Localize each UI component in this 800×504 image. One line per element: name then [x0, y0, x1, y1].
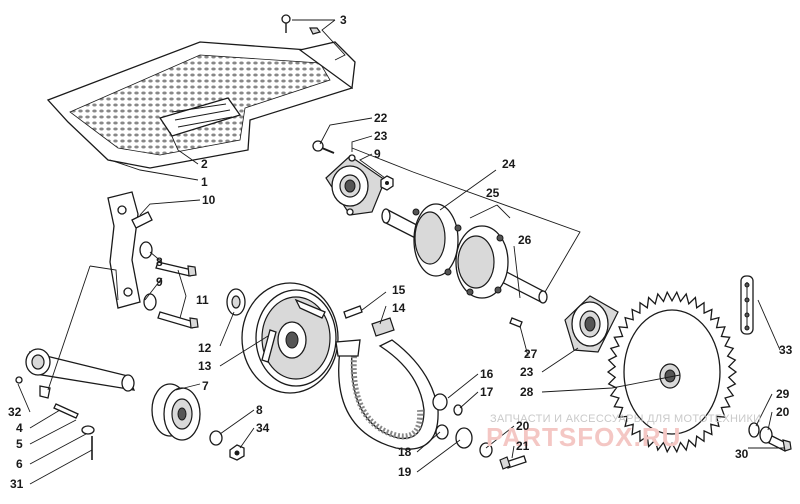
- callout-12: 12: [198, 341, 212, 355]
- callout-32: 32: [8, 405, 22, 419]
- idler-pulley: [151, 383, 245, 461]
- lever-small-parts: [15, 376, 95, 460]
- mounting-bracket: [107, 191, 199, 329]
- callout-13: 13: [198, 359, 212, 373]
- callout-20: 20: [516, 419, 530, 433]
- callout-14: 14: [392, 301, 406, 315]
- callout-9-bracket: 9: [156, 275, 163, 289]
- callout-3: 3: [340, 13, 347, 27]
- callout-9: 9: [374, 147, 381, 161]
- chain-link-33: [740, 275, 754, 335]
- brake-band: [335, 339, 439, 450]
- callout-11: 11: [196, 293, 209, 307]
- callouts: 3 2 1 22 23 9 24 25 10 26 8 9 11 15 14 1…: [8, 13, 793, 491]
- floor-plate: [46, 41, 356, 169]
- callout-19: 19: [398, 465, 412, 479]
- callout-29: 29: [776, 387, 790, 401]
- watermark-tagline: ЗАПЧАСТИ И АКСЕССУАРЫ ДЛЯ МОТОТЕХНИКИ: [490, 413, 761, 425]
- callout-16: 16: [480, 367, 494, 381]
- watermark-logo: PARTSFOX.RU: [486, 422, 681, 452]
- leader-lines: [17, 19, 784, 485]
- brake-drum: [226, 282, 339, 394]
- callout-33: 33: [779, 343, 793, 357]
- callout-22: 22: [374, 111, 388, 125]
- callout-17: 17: [480, 385, 494, 399]
- callout-2: 2: [201, 157, 208, 171]
- callout-20-right: 20: [776, 405, 790, 419]
- bearing-housing-upper: [312, 140, 394, 216]
- callout-30: 30: [735, 447, 749, 461]
- callout-18: 18: [398, 445, 412, 459]
- key-27: [509, 317, 523, 328]
- callout-5: 5: [16, 437, 23, 451]
- callout-26: 26: [518, 233, 532, 247]
- callout-8: 8: [156, 255, 163, 269]
- callout-27: 27: [524, 347, 538, 361]
- watermark: ЗАПЧАСТИ И АКСЕССУАРЫ ДЛЯ МОТОТЕХНИКИ PA…: [486, 413, 761, 452]
- sprocket-28: [606, 290, 738, 454]
- callout-21: 21: [516, 439, 530, 453]
- callout-6: 6: [16, 457, 23, 471]
- callout-15: 15: [392, 283, 406, 297]
- callout-23: 23: [374, 129, 388, 143]
- brake-shaft-assembly: [381, 203, 548, 304]
- callout-28: 28: [520, 385, 534, 399]
- callout-8-idler: 8: [256, 403, 263, 417]
- callout-24: 24: [502, 157, 516, 171]
- callout-4: 4: [16, 421, 23, 435]
- screw-3: [281, 14, 322, 35]
- brake-lever: [25, 348, 136, 399]
- callout-34: 34: [256, 421, 270, 435]
- callout-25: 25: [486, 186, 500, 200]
- bearing-housing-lower: [564, 295, 619, 353]
- callout-23-lower: 23: [520, 365, 534, 379]
- callout-7: 7: [202, 379, 209, 393]
- callout-31: 31: [10, 477, 24, 491]
- brake-pins: [343, 305, 395, 337]
- callout-10: 10: [202, 193, 216, 207]
- sprocket-hardware: [748, 422, 792, 452]
- callout-1: 1: [201, 175, 208, 189]
